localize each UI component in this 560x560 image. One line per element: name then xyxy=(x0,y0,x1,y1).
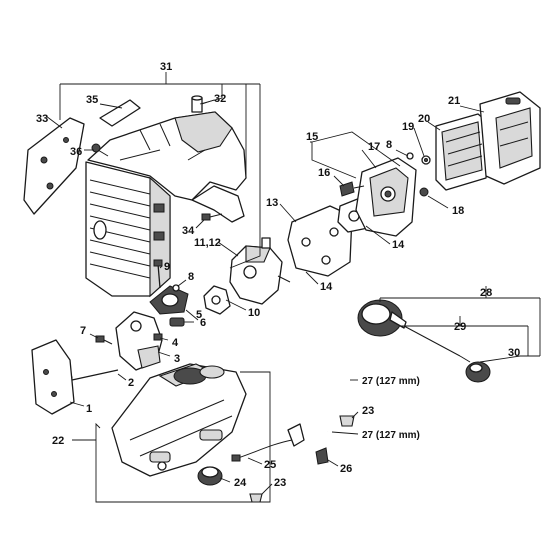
side-plate xyxy=(31,339,75,415)
washer-8-left xyxy=(172,284,180,292)
screw-34 xyxy=(201,213,223,221)
callout-23-upper: 23 xyxy=(362,405,374,417)
callout-8-right: 8 xyxy=(386,139,392,151)
grommet-23-upper xyxy=(339,415,355,427)
screw-7 xyxy=(95,335,113,345)
sleeve xyxy=(191,95,203,113)
grommet-23-bottom xyxy=(249,493,263,503)
bracket xyxy=(115,311,163,371)
callout-32: 32 xyxy=(214,93,226,105)
callout-27-lower: 27 (127 mm) xyxy=(362,430,420,441)
leader-lines xyxy=(45,72,541,503)
callout-7: 7 xyxy=(80,325,86,337)
callout-13: 13 xyxy=(266,197,278,209)
callout-10: 10 xyxy=(248,307,260,319)
filter-cover xyxy=(479,91,541,185)
callout-27-upper: 27 (127 mm) xyxy=(362,376,420,387)
callout-29: 29 xyxy=(454,321,466,333)
cover-plate xyxy=(99,99,141,127)
screw-9 xyxy=(153,259,163,289)
callout-22: 22 xyxy=(52,435,64,447)
callout-35: 35 xyxy=(86,94,98,106)
callout-20: 20 xyxy=(418,113,430,125)
callout-33: 33 xyxy=(36,113,48,125)
callout-6: 6 xyxy=(200,317,206,329)
callout-25: 25 xyxy=(264,459,276,471)
filter-base xyxy=(355,157,417,237)
callout-2: 2 xyxy=(128,377,134,389)
callout-1: 1 xyxy=(86,403,92,415)
callout-31: 31 xyxy=(160,61,172,73)
callout-4: 4 xyxy=(172,337,179,349)
filter-element xyxy=(435,113,491,191)
callout-11-12: 11,12 xyxy=(194,237,221,249)
fuel-tank xyxy=(111,363,247,477)
fuel-lines xyxy=(278,289,352,433)
callout-18: 18 xyxy=(452,205,464,217)
callout-24: 24 xyxy=(234,477,247,489)
callout-8-left: 8 xyxy=(188,271,194,283)
fuel-pickup-assembly xyxy=(357,299,491,383)
tank-cap xyxy=(197,466,223,486)
callout-16: 16 xyxy=(318,167,330,179)
screw-5 xyxy=(169,317,185,327)
intake-flange xyxy=(149,285,189,315)
callout-36: 36 xyxy=(70,146,82,158)
callout-9: 9 xyxy=(164,261,170,273)
screw-18 xyxy=(419,187,429,197)
cylinder-block xyxy=(85,161,171,298)
gasket-10 xyxy=(203,285,231,315)
flap-plate xyxy=(23,117,85,215)
callout-26: 26 xyxy=(340,463,352,475)
callout-15: 15 xyxy=(306,131,318,143)
callout-34: 34 xyxy=(182,225,195,237)
fitting-26 xyxy=(315,447,329,465)
callout-5: 5 xyxy=(196,309,202,321)
carburetor xyxy=(229,237,291,305)
cylinder-shroud xyxy=(87,111,247,223)
callout-19: 19 xyxy=(402,121,414,133)
callout-28: 28 xyxy=(480,287,492,299)
callout-17: 17 xyxy=(368,141,380,153)
fuel-hose-25 xyxy=(231,423,305,462)
screw-4 xyxy=(153,333,163,341)
stud-19 xyxy=(421,155,431,165)
callout-30: 30 xyxy=(508,347,520,359)
gasket-13 xyxy=(287,205,353,277)
callout-14-left: 14 xyxy=(320,281,333,293)
callout-21: 21 xyxy=(448,95,460,107)
callout-14-right: 14 xyxy=(392,239,405,251)
callout-3: 3 xyxy=(174,353,180,365)
callout-23-bottom: 23 xyxy=(274,477,286,489)
callout-labels: 31 32 35 33 36 34 11,12 9 8 6 5 4 3 7 2 … xyxy=(36,61,520,489)
